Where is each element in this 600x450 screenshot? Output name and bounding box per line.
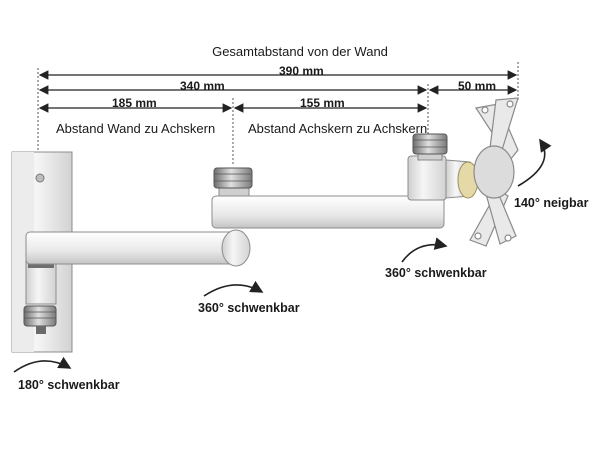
dim-label-185: 185 mm [112,96,157,110]
extension-lines [37,62,519,165]
label-axis-to-axis: Abstand Achskern zu Achskern [248,121,428,136]
label-wall-to-axis: Abstand Wand zu Achskern [56,121,216,136]
rotation-arrow-wall [13,356,72,373]
rotation-label-display: 360° schwenkbar [385,266,487,280]
rotation-label-wall: 180° schwenkbar [18,378,120,392]
rotation-label-tilt: 140° neigbar [514,196,589,210]
rotation-arrows [13,138,552,373]
rotation-arrow-tilt [517,138,552,187]
dim-label-50: 50 mm [458,79,497,93]
first-arm [25,229,251,267]
rotation-label-middle: 360° schwenkbar [198,301,300,315]
rotation-arrow-middle [203,280,264,297]
diagram-title: Gesamtabstand von der Wand [212,44,388,59]
rotation-arrow-display [401,237,448,263]
vesa-bracket [469,97,519,247]
dim-label-total: 390 mm [279,64,324,78]
second-arm [211,195,445,229]
dimension-lines [38,70,518,113]
dim-label-155: 155 mm [300,96,345,110]
dim-label-340: 340 mm [180,79,225,93]
display-hinge [407,133,479,201]
